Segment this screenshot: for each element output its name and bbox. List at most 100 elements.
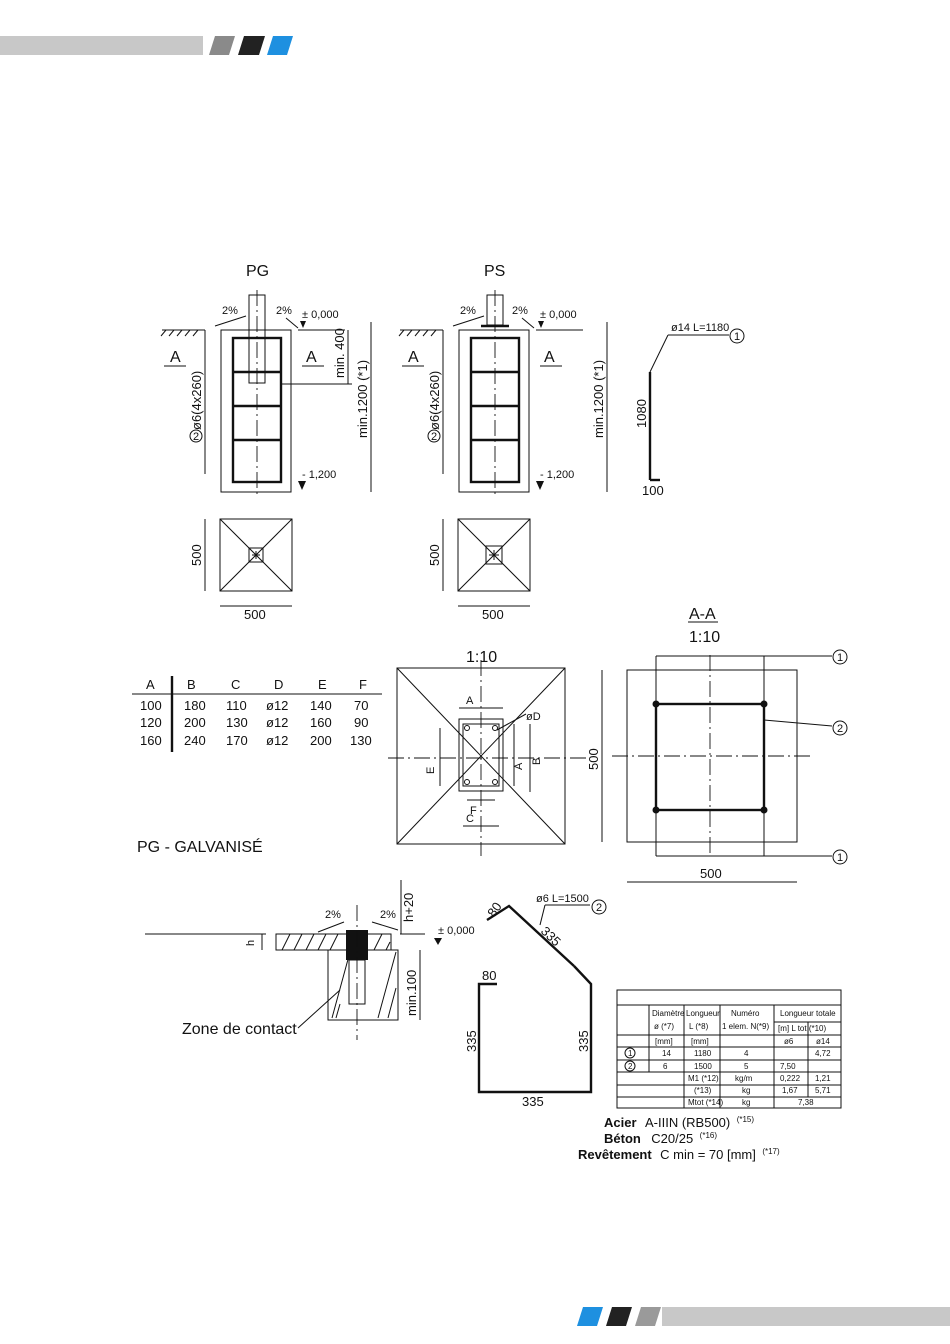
pg-plan: 500 500 — [189, 518, 293, 622]
note-cover-ref: (*17) — [762, 1147, 780, 1156]
note-steel: Acier A-IIIN (RB500) (*15) — [604, 1114, 754, 1131]
bar-schedule: Diamètre ø (*7) Longueur L (*8) Numéro 1… — [616, 989, 842, 1109]
note-steel-ref: (*15) — [737, 1115, 755, 1124]
plate-r1-c: 130 — [226, 715, 248, 730]
plate-r2-d: ø12 — [266, 733, 288, 748]
plate-r0-b: 180 — [184, 698, 206, 713]
galva-h20: h+20 — [401, 893, 416, 922]
bbs-r1-num: 5 — [744, 1062, 749, 1071]
bbs-m2-v6: 1,67 — [782, 1086, 798, 1095]
bar1-length: 1080 — [634, 399, 649, 428]
pg-slope-left: 2% — [222, 305, 238, 317]
ps-level-bottom: - 1,200 — [540, 469, 574, 481]
plate-h-b: B — [187, 677, 196, 692]
note-concrete-value: C20/25 — [651, 1131, 693, 1146]
plate-h-a: A — [146, 677, 155, 692]
pg-section-mark-right: A — [306, 349, 317, 366]
bbs-h3-b: [m] L tot (*10) — [778, 1024, 827, 1033]
shape-80a: 80 — [484, 899, 505, 919]
plate-table: A B C D E F 100 180 110 ø12 140 70 120 2… — [132, 676, 382, 752]
bbs-m2-v14: 5,71 — [815, 1086, 831, 1095]
bbs-h0-a: Diamètre — [652, 1009, 685, 1018]
note-concrete: Béton C20/25 (*16) — [604, 1130, 717, 1147]
pg-level-top: ± 0,000 — [302, 309, 339, 321]
shape-335b: 335 — [464, 1030, 479, 1052]
plate-r1-a: 120 — [140, 715, 162, 730]
plan-label-f: F — [470, 805, 477, 817]
note-concrete-label: Béton — [604, 1131, 641, 1146]
note-cover-label: Revêtement — [578, 1147, 652, 1162]
plate-h-c: C — [231, 677, 240, 692]
pg-section-mark-left: A — [170, 349, 181, 366]
plate-r2-b: 240 — [184, 733, 206, 748]
bbs-m1-unit: kg/m — [735, 1074, 753, 1083]
plate-r2-f: 130 — [350, 733, 372, 748]
bbs-r0-dia: 14 — [662, 1049, 671, 1058]
bbs-m3-unit: kg — [742, 1098, 750, 1107]
pg-plan-dim-v: 500 — [189, 544, 204, 566]
section-dim-v: 500 — [586, 748, 601, 770]
pg-stirrups: ø6(4x260) — [189, 371, 204, 430]
shape-335d: 335 — [522, 1094, 544, 1109]
shape-335a: 335 — [538, 923, 564, 949]
plate-r2-e: 200 — [310, 733, 332, 748]
note-cover-value: C min = 70 [mm] — [660, 1147, 756, 1162]
plate-plan: 1:10 A øD A B E F C — [388, 649, 586, 856]
bbs-r0-t14: 4,72 — [815, 1049, 831, 1058]
plate-r1-f: 90 — [354, 715, 368, 730]
bbs-h1-b: L (*8) — [689, 1022, 709, 1031]
ps-section-mark-left: A — [408, 349, 419, 366]
plate-r0-f: 70 — [354, 698, 368, 713]
plan-label-a: A — [466, 695, 474, 707]
bbs-h1-a: Longueur — [686, 1009, 720, 1018]
section-dim-h: 500 — [700, 866, 722, 881]
plate-r1-b: 200 — [184, 715, 206, 730]
bbs-m3-label: Mtot (*14) — [688, 1098, 723, 1107]
plate-r0-c: 110 — [226, 698, 247, 713]
bbs-unit-3: ø14 — [816, 1037, 830, 1046]
galva-slope-left: 2% — [325, 909, 341, 921]
plan-label-e: E — [425, 767, 437, 774]
ps-stirrup-marker: 2 — [431, 431, 437, 443]
bbs-unit-0: [mm] — [655, 1037, 673, 1046]
section-marker-2: 2 — [837, 723, 843, 735]
plate-r0-d: ø12 — [266, 698, 288, 713]
bbs-h2-a: Numéro — [731, 1009, 760, 1018]
section-title: A-A — [689, 606, 716, 623]
note-steel-value: A-IIIN (RB500) — [645, 1115, 730, 1130]
ps-slope-left: 2% — [460, 305, 476, 317]
plate-r1-e: 160 — [310, 715, 332, 730]
pg-title: PG — [246, 263, 269, 280]
ps-elevation: PS 2% 2% ± 0,000 - 1,200 A A ø6(4x260) 2… — [398, 263, 608, 498]
bar1-detail: ø14 L=1180 1 1080 100 — [634, 322, 745, 498]
ps-plan-dim-h: 500 — [482, 607, 504, 622]
note-steel-label: Acier — [604, 1115, 637, 1130]
section-scale: 1:10 — [689, 629, 720, 646]
section-marker-1-bottom: 1 — [837, 852, 843, 864]
pg-min400: min. 400 — [332, 328, 347, 378]
section-aa: A-A 1:10 1 2 1 500 500 — [586, 606, 848, 883]
bar1-foot: 100 — [642, 483, 664, 498]
pg-elevation: PG 2% 2% ± 0,000 - 1,200 A A ø6(4x260) 2 — [160, 263, 372, 498]
shape-label: ø6 L=1500 — [536, 893, 589, 905]
galva-min100: min.100 — [404, 970, 419, 1016]
bar1-label: ø14 L=1180 — [671, 322, 729, 334]
galva-detail: PG - GALVANISÉ 2% 2% ± 0,000 h h+20 min.… — [137, 837, 475, 1040]
bbs-r1-dia: 6 — [663, 1062, 668, 1071]
bbs-h2-b: 1 elem. N(*9) — [722, 1022, 769, 1031]
plan-label-b: B — [531, 758, 543, 765]
bbs-m3-total: 7,38 — [798, 1098, 814, 1107]
ps-title: PS — [484, 263, 505, 280]
galva-h: h — [245, 940, 257, 946]
bbs-r1-mark: 2 — [628, 1062, 633, 1071]
plate-r0-e: 140 — [310, 698, 332, 713]
plate-r1-d: ø12 — [266, 715, 288, 730]
bbs-m2-unit: kg — [742, 1086, 750, 1095]
footer-band — [577, 1307, 950, 1326]
plate-r2-a: 160 — [140, 733, 162, 748]
bbs-m2-label: (*13) — [694, 1086, 712, 1095]
bbs-m1-v14: 1,21 — [815, 1074, 831, 1083]
galva-level: ± 0,000 — [438, 925, 475, 937]
shape-80b: 80 — [482, 968, 496, 983]
